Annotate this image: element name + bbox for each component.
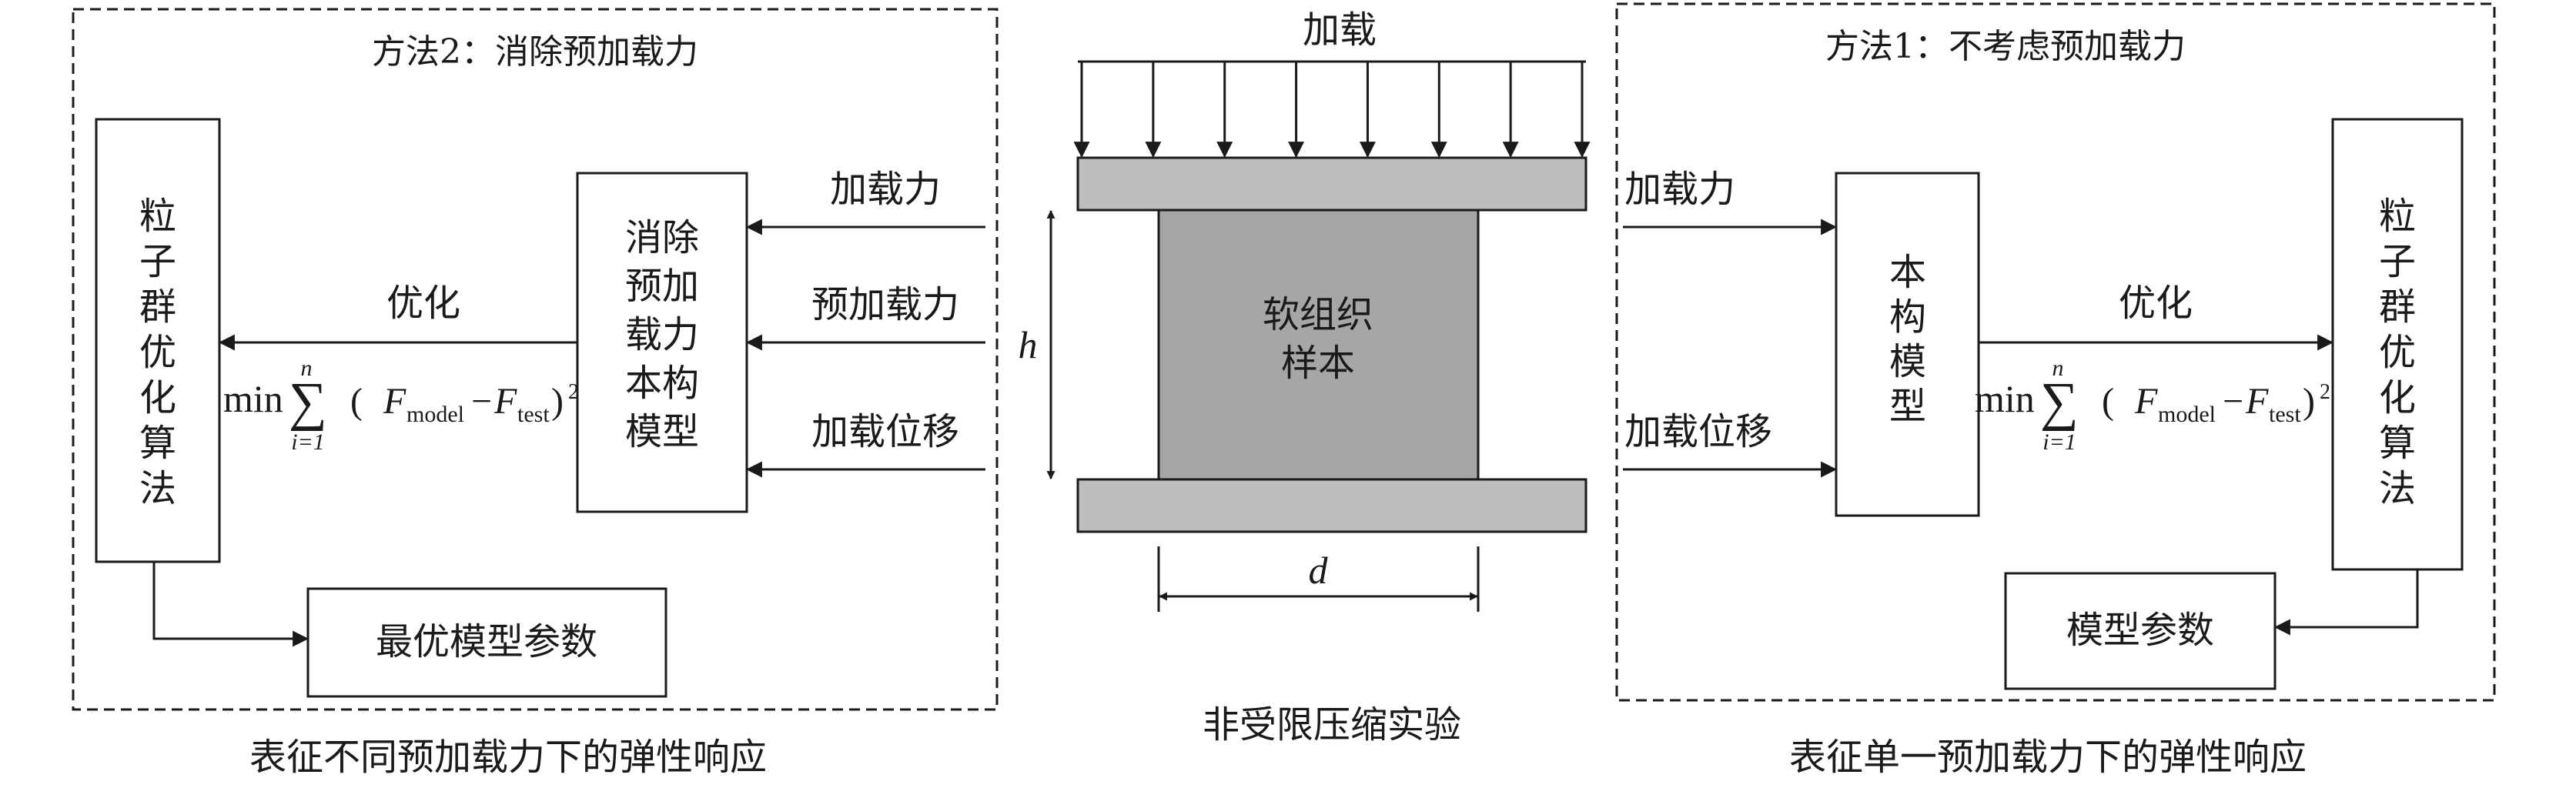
- left-pso-char: 群: [139, 285, 176, 329]
- formula-min: min: [1975, 377, 2035, 420]
- center-experiment: 加载 软组织 样本 h d 非受限压缩实验: [1019, 8, 1591, 746]
- right-optimize-label: 优化: [2119, 282, 2193, 325]
- right-panel: 方法1：不考虑预加载力 加载力 加载位移 本 构 模 型 优化 min ∑ n …: [1615, 2, 2496, 779]
- left-panel: 方法2：消除预加载力 粒 子 群 优 化 算 法 消除 预加 载力 本构 模型 …: [72, 8, 999, 779]
- left-pso-char: 法: [139, 467, 176, 510]
- right-result-box: [2004, 572, 2277, 690]
- right-panel-title: 方法1：不考虑预加载力: [1825, 27, 2186, 66]
- formula-open-paren: (: [2102, 381, 2114, 422]
- formula-sub-test: test: [517, 402, 550, 427]
- load-label: 加载: [1303, 8, 1377, 52]
- right-model-box: [1835, 172, 1980, 517]
- left-pso-char: 子: [139, 240, 176, 283]
- right-objective-formula: min ∑ n i=1 ( F model − F test ) 2: [1975, 356, 2330, 455]
- formula-sum-sign: ∑: [2040, 372, 2079, 432]
- left-result-arrow: [152, 562, 309, 647]
- left-pso-char: 粒: [139, 195, 176, 238]
- formula-power: 2: [568, 380, 579, 404]
- formula-F-test: F: [493, 381, 517, 422]
- soft-tissue-sample: [1157, 209, 1480, 481]
- right-pso-char: 法: [2379, 467, 2416, 510]
- left-caption: 表征不同预加载力下的弹性响应: [249, 736, 767, 779]
- right-model-char: 本: [1889, 251, 1926, 294]
- right-pso-char: 子: [2379, 240, 2416, 283]
- right-input-force-label: 加载力: [1624, 168, 1735, 211]
- bottom-plate: [1076, 478, 1587, 533]
- formula-minus: −: [471, 381, 492, 422]
- right-pso-char: 粒: [2379, 195, 2416, 238]
- left-model-line: 载力: [625, 313, 699, 356]
- right-input-displacement-label: 加载位移: [1624, 410, 1772, 453]
- right-pso-box: [2331, 118, 2464, 571]
- left-model-line: 模型: [625, 410, 699, 453]
- left-input-displacement-label: 加载位移: [811, 410, 959, 453]
- left-model-box: [576, 172, 748, 513]
- right-pso-char: 化: [2379, 376, 2416, 419]
- load-arrows: [1073, 62, 1591, 159]
- right-caption: 表征单一预加载力下的弹性响应: [1789, 736, 2307, 779]
- left-pso-label: 粒 子 群 优 化 算 法: [139, 195, 176, 510]
- left-dashed-frame: [72, 8, 999, 711]
- left-model-line: 本构: [625, 362, 699, 405]
- right-pso-char: 算: [2379, 422, 2416, 465]
- left-model-line: 预加: [625, 265, 699, 308]
- left-optimize-label: 优化: [386, 282, 460, 325]
- left-result-label: 最优模型参数: [376, 620, 597, 663]
- formula-close-paren: ): [2303, 381, 2315, 422]
- formula-F-model: F: [2134, 381, 2158, 422]
- height-symbol: h: [1019, 323, 1038, 366]
- formula-sub-test: test: [2269, 402, 2301, 427]
- right-pso-char: 群: [2379, 285, 2416, 329]
- formula-min: min: [223, 377, 283, 420]
- right-model-char: 构: [1889, 296, 1926, 339]
- formula-minus: −: [2223, 381, 2243, 422]
- sample-label-line: 软组织: [1263, 293, 1373, 336]
- formula-sum-lower: i=1: [291, 429, 325, 455]
- right-pso-char: 优: [2379, 331, 2416, 374]
- formula-F-model: F: [383, 381, 406, 422]
- left-pso-char: 优: [139, 331, 176, 374]
- left-pso-box: [95, 118, 221, 563]
- right-model-char: 模: [1889, 340, 1926, 383]
- formula-F-test: F: [2245, 381, 2269, 422]
- right-result-arrow: [2273, 569, 2419, 636]
- formula-sum-sign: ∑: [289, 372, 327, 432]
- formula-sub-model: model: [406, 402, 464, 427]
- left-panel-title: 方法2：消除预加载力: [372, 32, 698, 72]
- right-dashed-frame: [1615, 2, 2496, 702]
- left-input-preload-label: 预加载力: [811, 283, 959, 326]
- left-model-line: 消除: [625, 216, 699, 259]
- formula-sum-upper: n: [301, 356, 313, 381]
- sample-label-line: 样本: [1281, 342, 1355, 385]
- formula-sum-upper: n: [2052, 356, 2064, 381]
- left-model-label: 消除 预加 载力 本构 模型: [625, 216, 699, 453]
- formula-close-paren: ): [551, 381, 564, 422]
- left-objective-formula: min ∑ n i=1 ( F model − F test ) 2: [223, 356, 579, 455]
- right-result-label: 模型参数: [2066, 609, 2214, 652]
- right-model-label: 本 构 模 型: [1889, 251, 1926, 428]
- right-model-char: 型: [1889, 385, 1926, 428]
- left-result-box: [306, 587, 667, 698]
- diameter-symbol: d: [1309, 549, 1329, 592]
- center-caption: 非受限压缩实验: [1203, 703, 1461, 746]
- formula-sum-lower: i=1: [2042, 429, 2076, 455]
- top-plate: [1076, 156, 1587, 212]
- left-pso-char: 化: [139, 376, 176, 419]
- left-pso-char: 算: [139, 422, 176, 465]
- formula-open-paren: (: [350, 381, 363, 422]
- formula-sub-model: model: [2158, 402, 2216, 427]
- left-input-force-label: 加载力: [830, 168, 941, 211]
- right-pso-label: 粒 子 群 优 化 算 法: [2379, 195, 2416, 510]
- formula-power: 2: [2320, 380, 2330, 404]
